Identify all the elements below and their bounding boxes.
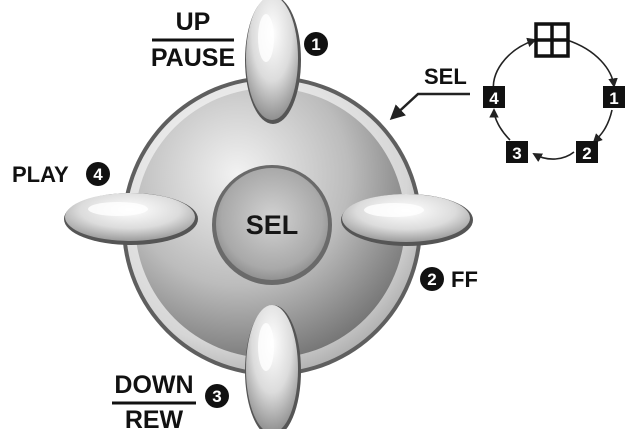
svg-text:4: 4 [489, 89, 499, 108]
play-label: PLAY [12, 162, 69, 187]
cycle-step-4: 4 [483, 86, 505, 108]
cycle-step-3: 3 [506, 141, 528, 163]
cycle-arrow-1-to-2 [592, 109, 613, 144]
sel-callout-arrow [389, 92, 470, 121]
cycle-arrow-4-to-grid [492, 37, 537, 93]
down-rew-button[interactable] [245, 305, 301, 429]
number-badge-4: 4 [86, 162, 110, 186]
pause-label: PAUSE [151, 44, 235, 72]
cycle-arrow-2-to-3 [532, 151, 575, 162]
sel-center-button[interactable]: SEL [212, 165, 332, 285]
svg-text:2: 2 [582, 144, 591, 163]
svg-text:2: 2 [427, 270, 436, 289]
number-badge-3: 3 [205, 384, 229, 408]
down-rew-label: DOWN REW [112, 371, 196, 429]
rew-label: REW [125, 406, 184, 429]
number-badge-1: 1 [304, 32, 328, 56]
quad-split-icon [534, 22, 570, 58]
play-button[interactable] [64, 193, 198, 245]
cycle-step-2: 2 [576, 141, 598, 163]
sel-callout: SEL [389, 64, 470, 121]
svg-text:4: 4 [93, 165, 103, 184]
cycle-arrow-grid-to-1 [566, 39, 618, 88]
sel-callout-label: SEL [424, 64, 467, 89]
up-label: UP [176, 8, 211, 36]
number-badge-2: 2 [420, 267, 444, 291]
svg-text:3: 3 [212, 387, 221, 406]
cycle-step-1: 1 [603, 86, 625, 108]
svg-text:3: 3 [512, 144, 521, 163]
cycle-arrow-3-to-4 [489, 108, 511, 141]
ff-button[interactable] [341, 194, 473, 246]
up-pause-label: UP PAUSE [151, 8, 235, 72]
down-label: DOWN [114, 371, 193, 399]
svg-text:1: 1 [609, 89, 618, 108]
sel-center-label: SEL [246, 210, 299, 240]
ff-label: FF [451, 267, 478, 292]
svg-text:1: 1 [311, 35, 320, 54]
display-cycle-diagram: 1 2 3 4 [483, 22, 625, 163]
up-pause-button[interactable] [245, 0, 301, 124]
